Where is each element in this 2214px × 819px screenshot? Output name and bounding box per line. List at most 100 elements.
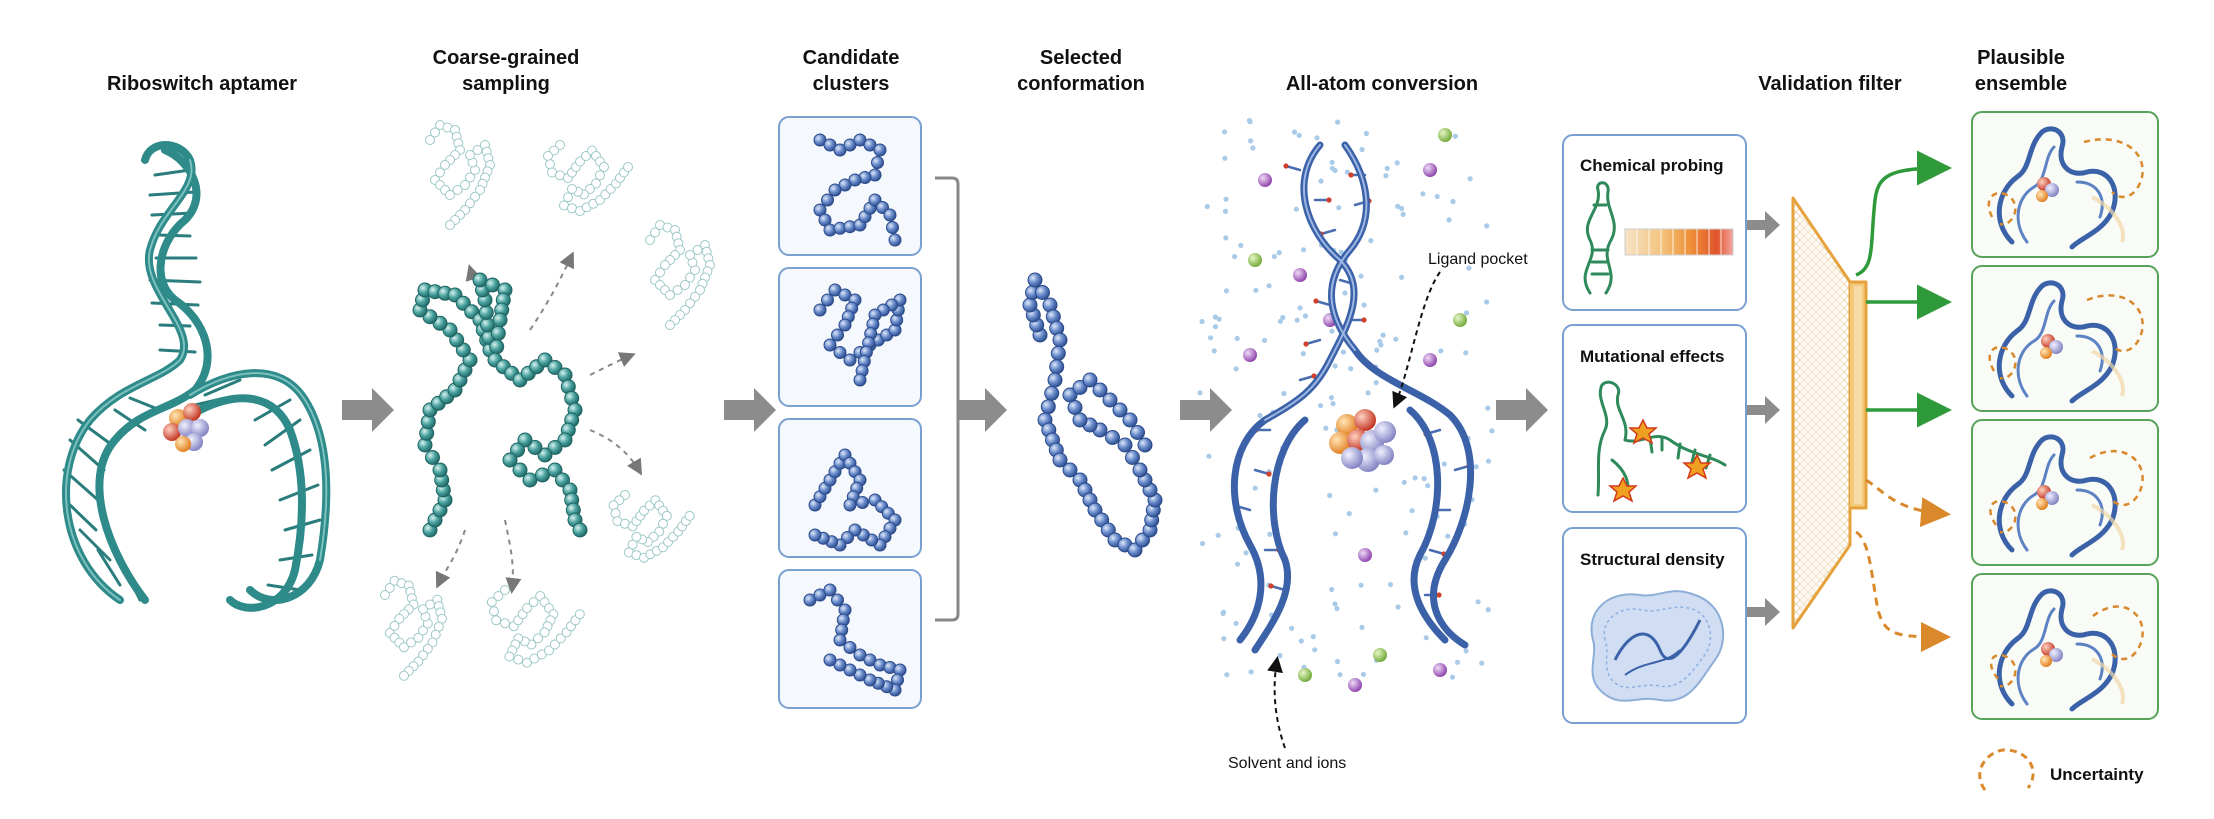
water-molecule: [1197, 390, 1203, 396]
oxygen-atom: [1436, 592, 1442, 598]
bead: [821, 193, 834, 207]
water-molecule: [1223, 235, 1229, 241]
bead: [465, 198, 475, 209]
water-molecule: [1463, 648, 1469, 654]
bead: [543, 151, 553, 161]
bead: [1062, 462, 1078, 478]
water-molecule: [1344, 169, 1350, 175]
water-molecule: [1243, 550, 1249, 556]
ensemble-ligand: [2049, 648, 2063, 662]
water-molecule: [1298, 638, 1304, 644]
bead: [660, 260, 670, 270]
aptamer-backbone: [62, 141, 331, 612]
coarse-grained-main-chain-beads: [412, 272, 588, 538]
bead: [1105, 430, 1120, 445]
bead: [513, 654, 524, 665]
bead: [472, 272, 488, 288]
green-ion: [1373, 648, 1387, 662]
bead: [856, 496, 869, 509]
water-molecule: [1289, 625, 1295, 631]
bead: [690, 291, 700, 302]
rejected-arrows: [1855, 478, 1951, 652]
title-plausible: Plausible: [1977, 47, 2065, 69]
water-molecule: [1233, 620, 1239, 627]
bead: [547, 462, 563, 478]
water-molecule: [1335, 119, 1341, 125]
water-molecule: [1223, 196, 1229, 202]
water-molecule: [1373, 380, 1379, 386]
water-molecule: [1399, 274, 1405, 280]
riboswitch-aptamer-structure: [62, 141, 331, 612]
bead: [465, 172, 475, 183]
pale-conformation-2: [543, 140, 633, 216]
bead: [491, 615, 502, 626]
ensemble-box-2: [1971, 265, 2159, 412]
uncertainty-dashed-ring-icon: [1987, 191, 2017, 226]
bead: [821, 293, 834, 307]
ligand-pocket-molecule-icon: [1329, 409, 1396, 472]
water-molecule: [1489, 428, 1495, 434]
ensemble-backbone-2: [2016, 453, 2104, 552]
bead: [1027, 272, 1043, 288]
water-molecule: [1329, 586, 1335, 593]
bead: [445, 190, 455, 200]
structural-density-label: Structural density: [1580, 550, 1725, 569]
water-molecule: [1267, 531, 1273, 538]
uncertainty-dashed-ring-icon: [1990, 653, 2017, 688]
ensemble-backbone-2: [2016, 299, 2104, 398]
water-molecule: [1206, 453, 1212, 459]
bead: [831, 593, 844, 607]
water-molecule: [1302, 313, 1309, 319]
ensemble-ligand: [2036, 498, 2048, 510]
bead: [685, 272, 695, 283]
water-molecule: [1332, 531, 1338, 537]
arrow-allatom-to-validation: [1496, 388, 1548, 432]
water-molecule: [1475, 599, 1481, 605]
bead: [574, 609, 585, 620]
pale-sampled-conformations: [380, 120, 715, 681]
ligand-molecule-icon: [163, 403, 209, 452]
arrow-selected-to-allatom: [1180, 388, 1232, 432]
water-molecule: [1234, 335, 1240, 342]
bead: [1052, 332, 1068, 348]
ensemble-box-4: [1971, 573, 2159, 720]
water-molecule: [1329, 159, 1335, 165]
bead: [493, 591, 504, 601]
water-molecule: [1438, 348, 1444, 354]
oxygen-atom: [1266, 471, 1272, 477]
ensemble-ligand: [2040, 655, 2052, 667]
title-clusters: clusters: [813, 73, 890, 95]
bead: [1067, 400, 1083, 415]
water-molecule: [1361, 302, 1367, 308]
water-molecule: [1463, 310, 1470, 316]
selected-conformation-chain: [1022, 272, 1163, 558]
water-molecule: [1423, 635, 1429, 641]
water-molecule: [1199, 540, 1206, 547]
water-molecule: [1233, 366, 1239, 372]
ensemble-ligand: [2036, 190, 2048, 202]
ghost-conformation: [2091, 349, 2125, 397]
bead: [502, 452, 518, 468]
green-ion: [1438, 128, 1452, 142]
bead: [1062, 387, 1078, 403]
title-ensemble: ensemble: [1975, 73, 2067, 95]
bead: [680, 280, 690, 290]
bead: [1137, 437, 1153, 453]
ensemble-ligand: [2040, 347, 2052, 359]
bead: [1050, 345, 1066, 361]
bead: [406, 637, 417, 648]
bead: [545, 159, 555, 170]
bead: [1047, 372, 1063, 388]
water-molecule: [1377, 338, 1383, 344]
water-molecule: [1374, 347, 1380, 353]
water-molecule: [1271, 253, 1277, 260]
bead: [537, 447, 553, 463]
oxygen-atom: [1311, 373, 1317, 379]
water-molecule: [1300, 247, 1307, 253]
ensemble-box-3: [1971, 419, 2159, 566]
water-molecule: [1401, 479, 1407, 485]
bead: [1127, 542, 1143, 558]
uncertainty-dashed-ring-icon: [2083, 138, 2144, 199]
bead: [478, 305, 494, 320]
bead: [399, 642, 409, 653]
